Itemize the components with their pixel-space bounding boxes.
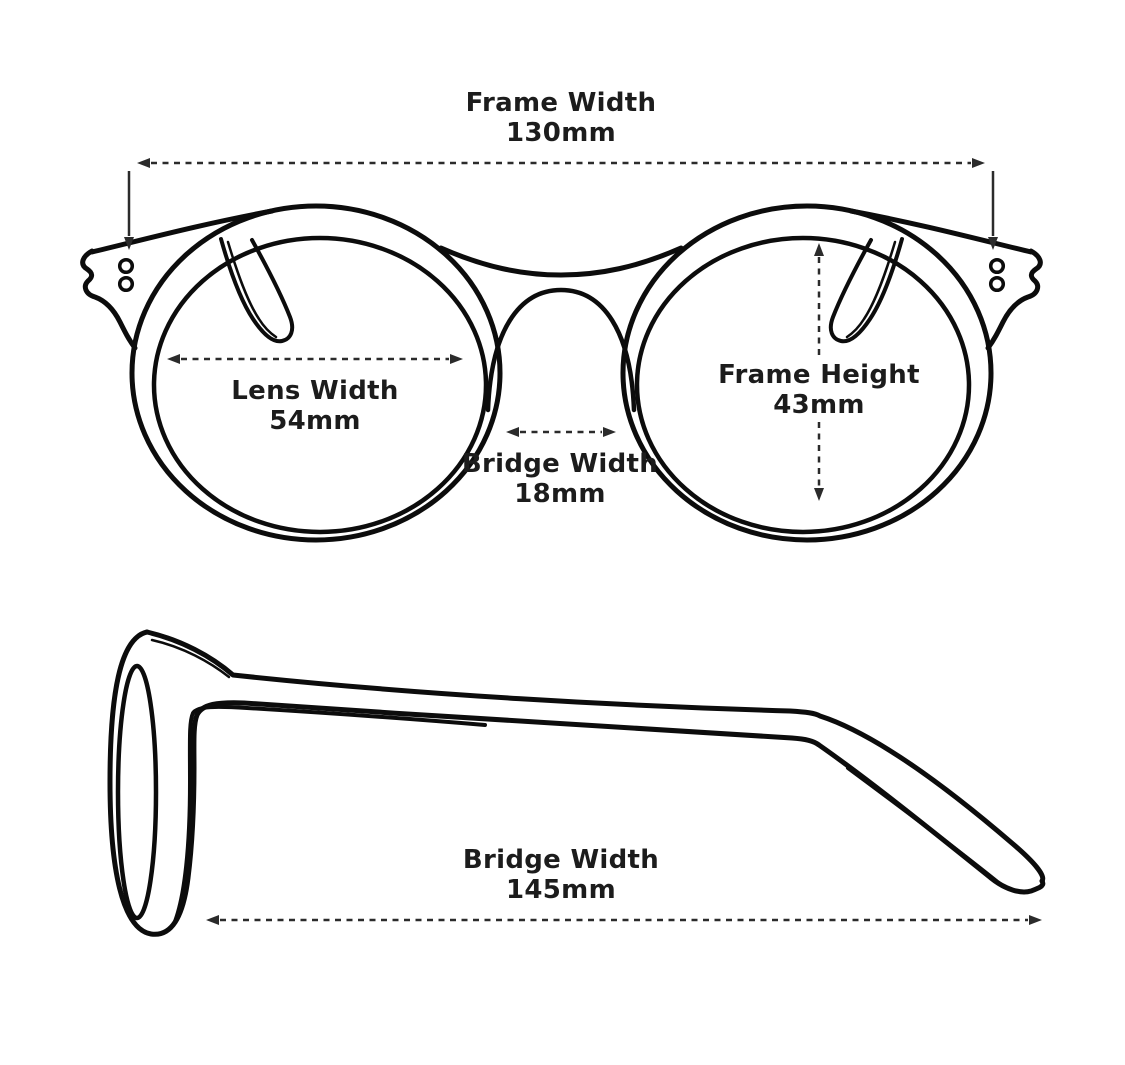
glasses-front-view: [80, 203, 1043, 543]
left-lens-glare-echo: [226, 240, 278, 339]
temple-length-arrow-right: [1029, 915, 1042, 925]
frame-height-arrow-up: [814, 243, 824, 256]
bridge-width-value: 18mm: [514, 479, 606, 509]
frame-width-arrow-right: [972, 158, 985, 168]
left-rivet-top: [117, 257, 135, 275]
side-lens-opening: [115, 663, 159, 921]
temple-length-value: 145mm: [506, 875, 616, 905]
frame-width-drop-arrow-right: [988, 237, 998, 250]
bridge-arch: [485, 287, 637, 413]
lens-width-value: 54mm: [269, 406, 361, 436]
side-rim-inner-contour: [172, 704, 487, 926]
right-endpiece: [985, 248, 1043, 351]
frame-width-value: 130mm: [506, 118, 616, 148]
right-lens-glare: [828, 237, 904, 344]
temple-length-arrow-left: [206, 915, 219, 925]
frame-height-label: Frame Height 43mm: [718, 360, 920, 420]
frame-width-drop-arrow-left: [124, 237, 134, 250]
bridge-top-line: [438, 245, 684, 278]
left-endpiece: [80, 248, 138, 351]
side-brow-echo-line: [150, 638, 231, 679]
lens-width-arrow-right: [450, 354, 463, 364]
temple-length-name: Bridge Width: [462, 845, 660, 875]
lens-width-label: Lens Width 54mm: [231, 376, 398, 436]
right-rivet-top: [988, 257, 1006, 275]
lens-width-name: Lens Width: [231, 376, 399, 406]
side-temple-tip-fold: [846, 766, 1002, 886]
right-brow-line: [848, 208, 1034, 255]
lens-width-arrow-left: [167, 354, 180, 364]
left-lens-outer-rim: [129, 203, 503, 543]
bridge-width-label: Bridge Width 18mm: [462, 449, 658, 509]
bridge-width-arrow-right: [603, 427, 616, 437]
right-lens-inner-rim: [634, 235, 972, 535]
frame-width-label: Frame Width 130mm: [466, 88, 657, 148]
right-rivet-bottom: [988, 275, 1006, 293]
dimension-lines: [124, 158, 1042, 925]
side-temple-top: [144, 629, 1046, 884]
left-lens-glare: [219, 237, 295, 344]
frame-width-name: Frame Width: [465, 88, 657, 118]
left-rivet-bottom: [117, 275, 135, 293]
frame-height-arrow-down: [814, 488, 824, 501]
glasses-side-view: [107, 629, 1046, 937]
right-lens-glare-echo: [845, 240, 897, 339]
frame-width-arrow-left: [137, 158, 150, 168]
temple-length-label: Bridge Width 145mm: [463, 845, 659, 905]
frame-height-name: Frame Height: [718, 360, 920, 390]
left-lens-inner-rim: [151, 235, 489, 535]
bridge-width-name: Bridge Width: [461, 449, 659, 479]
left-brow-line: [89, 208, 275, 255]
right-lens-outer-rim: [620, 203, 994, 543]
frame-height-value: 43mm: [773, 390, 865, 420]
bridge-width-arrow-left: [506, 427, 519, 437]
